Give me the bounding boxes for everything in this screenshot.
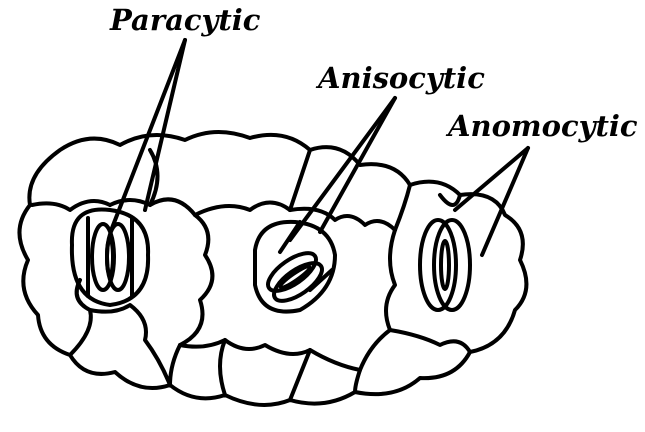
stomatal-pore <box>107 239 113 275</box>
anomocytic-stoma <box>420 220 470 310</box>
cell-wall <box>290 350 310 400</box>
cell-wall <box>170 215 212 385</box>
paracytic-label: Paracytic <box>110 6 260 35</box>
cell-wall <box>180 340 360 370</box>
guard-cell-right <box>107 224 129 290</box>
cell-wall <box>220 340 225 395</box>
paracytic-stoma <box>72 209 148 305</box>
stomatal-pore <box>441 241 449 289</box>
cell-wall <box>390 330 470 352</box>
cell-wall <box>395 185 410 230</box>
anomocytic-label: Anomocytic <box>448 112 638 141</box>
subsidiary-cell <box>72 209 148 305</box>
anisocytic-label: Anisocytic <box>318 64 485 93</box>
cell-wall <box>355 230 395 392</box>
cell-wall <box>195 203 290 216</box>
cell-wall <box>440 195 460 205</box>
cell-wall <box>290 150 310 210</box>
